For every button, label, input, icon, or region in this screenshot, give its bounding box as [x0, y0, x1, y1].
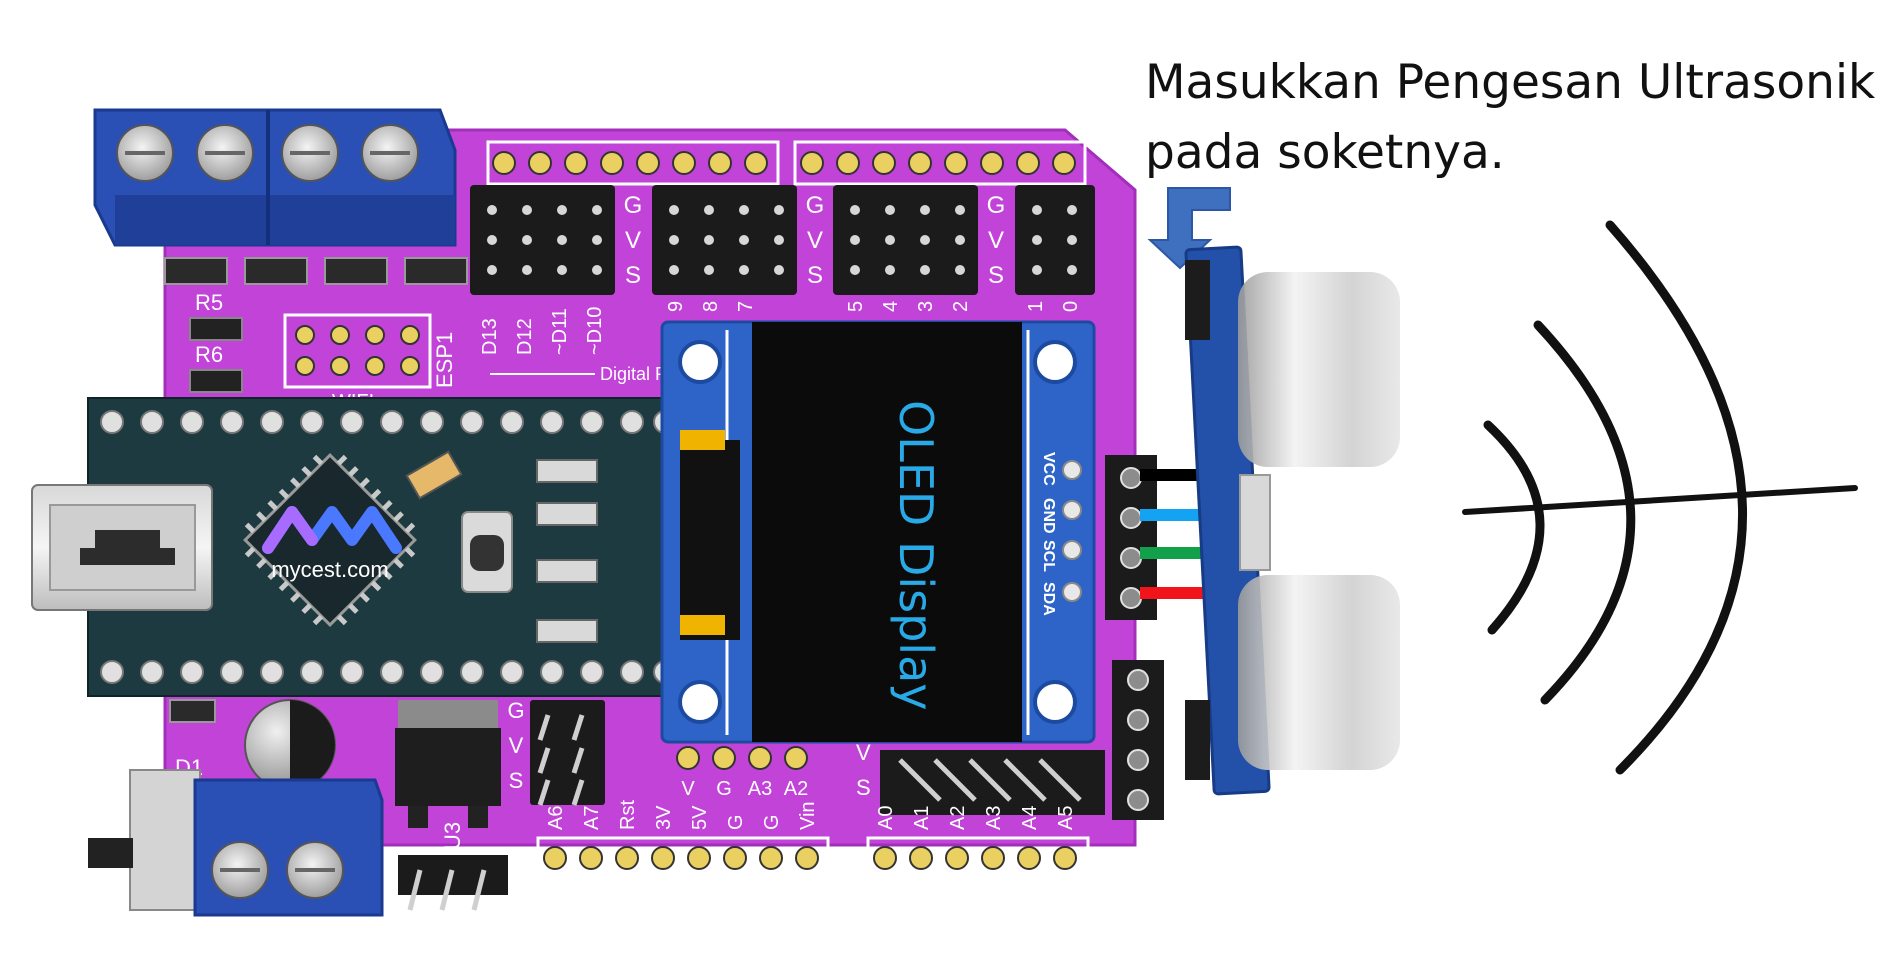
- smd-diode: [169, 699, 216, 723]
- arduino-nano: mycest.com: [31, 397, 679, 697]
- ultrasonic-sensor: [1184, 245, 1400, 796]
- microcontroller-chip: [243, 453, 417, 627]
- pin-label-rst: Rst: [617, 800, 639, 830]
- gvs-label-s-2: S: [807, 262, 823, 289]
- screw-terminal-bottom: [88, 769, 384, 917]
- oled-pin-label-vcc: VCC: [1040, 452, 1057, 486]
- pin-label-d10: ~D10: [584, 307, 606, 355]
- gvs-label-v-2: V: [807, 227, 823, 254]
- esp-label: ESP1: [432, 332, 457, 388]
- transducer-top: [1238, 272, 1400, 467]
- pin-label-2: 2: [950, 301, 972, 312]
- pin-label-4: 4: [880, 301, 902, 312]
- top-header-left: [486, 140, 780, 186]
- pin-label-vin: Vin: [797, 801, 819, 830]
- crystal: [405, 450, 463, 500]
- power-pin-header: B V G A3 A2: [676, 702, 808, 800]
- gvs-label-g-1: G: [624, 192, 643, 219]
- resistor-label-r5: R5: [195, 290, 223, 315]
- pin-label-8: 8: [700, 301, 722, 312]
- reset-button: [461, 511, 513, 593]
- oled-module: OLED Display VCC GND SCL SDA: [660, 320, 1096, 744]
- bottom-header-left: [536, 836, 830, 880]
- pin-label-1: 1: [1025, 301, 1047, 312]
- power-label-g: G: [716, 778, 732, 800]
- pin-label-5: 5: [845, 301, 867, 312]
- smd-components-row: [164, 257, 468, 285]
- lower-right-socket: [1112, 660, 1164, 820]
- three-pin-header: [398, 855, 508, 911]
- oled-pin-label-sda: SDA: [1040, 582, 1057, 616]
- screw-terminal-top: [93, 108, 457, 247]
- instruction-line-2: pada soketnya.: [1145, 125, 1505, 180]
- power-label-v: V: [681, 778, 695, 800]
- transducer-bottom: [1238, 575, 1400, 770]
- servo-header-block-2: [652, 185, 797, 295]
- pin-label-a6: A6: [545, 806, 567, 830]
- pin-label-a7: A7: [581, 806, 603, 830]
- gvs-label-g-4: G: [507, 698, 524, 723]
- oled-pin-label-scl: SCL: [1040, 540, 1057, 572]
- oled-pin-label-gnd: GND: [1040, 498, 1057, 534]
- resistor-r5: [189, 317, 243, 341]
- sensor-crystal: [1239, 474, 1271, 571]
- resistor-label-r6: R6: [195, 342, 223, 367]
- gvs-label-s-5: S: [856, 775, 871, 800]
- oled-pin-holes: [1062, 460, 1082, 602]
- servo-header-block-1: [470, 185, 615, 295]
- servo-header-block-4: [1015, 185, 1095, 295]
- sound-wave-icon: [1462, 220, 1858, 775]
- pin-label-d11: ~D11: [549, 308, 571, 355]
- pin-label-a2: A2: [947, 806, 969, 830]
- brand-text: mycest.com: [271, 557, 388, 582]
- gvs-label-v-5: V: [856, 740, 871, 765]
- pin-label-0: 0: [1060, 301, 1082, 312]
- mycest-logo: [262, 506, 402, 554]
- regulator-label: U3: [440, 822, 465, 850]
- bottom-header-right: [866, 836, 1090, 880]
- pin-label-7: 7: [735, 301, 757, 312]
- oled-screen-text: OLED Display: [889, 400, 943, 711]
- gvs-label-s-4: S: [509, 768, 524, 793]
- servo-header-block-3: [833, 185, 978, 295]
- gvs-label-v-1: V: [625, 227, 641, 254]
- power-label-a2: A2: [784, 778, 808, 800]
- resistor-r6: [189, 369, 243, 393]
- pin-label-9: 9: [665, 301, 687, 312]
- pin-label-g2: G: [761, 814, 783, 830]
- gvs-label-g-2: G: [806, 192, 825, 219]
- pin-label-a0: A0: [875, 806, 897, 830]
- angled-header-block: V S: [856, 740, 1105, 815]
- instruction-text: Masukkan Pengesan Ultrasonik pada soketn…: [1145, 48, 1876, 188]
- gvs-label-g-3: G: [987, 192, 1006, 219]
- gvs-label-s-1: S: [625, 262, 641, 289]
- pin-label-3: 3: [915, 301, 937, 312]
- pin-label-a5: A5: [1055, 806, 1077, 830]
- gvs-label-v-3: V: [988, 227, 1004, 254]
- gvs-label-s-3: S: [988, 262, 1004, 289]
- pin-label-g1: G: [725, 814, 747, 830]
- pin-label-d13: D13: [479, 318, 501, 355]
- status-leds: [536, 459, 598, 643]
- instruction-line-1: Masukkan Pengesan Ultrasonik: [1145, 55, 1876, 110]
- pin-label-d12: D12: [514, 318, 536, 355]
- electrolytic-capacitor: [244, 699, 336, 791]
- voltage-regulator: [395, 700, 501, 828]
- lower-servo-header: G V S: [507, 698, 605, 806]
- top-header-right: [793, 140, 1087, 186]
- gvs-label-v-4: V: [509, 733, 524, 758]
- pin-label-a4: A4: [1019, 806, 1041, 830]
- pin-label-a3: A3: [983, 806, 1005, 830]
- mini-usb-connector: [31, 484, 213, 611]
- pin-label-5v: 5V: [689, 805, 711, 830]
- pin-label-3v: 3V: [653, 805, 675, 830]
- power-label-a3: A3: [748, 778, 772, 800]
- pin-label-a1: A1: [911, 806, 933, 830]
